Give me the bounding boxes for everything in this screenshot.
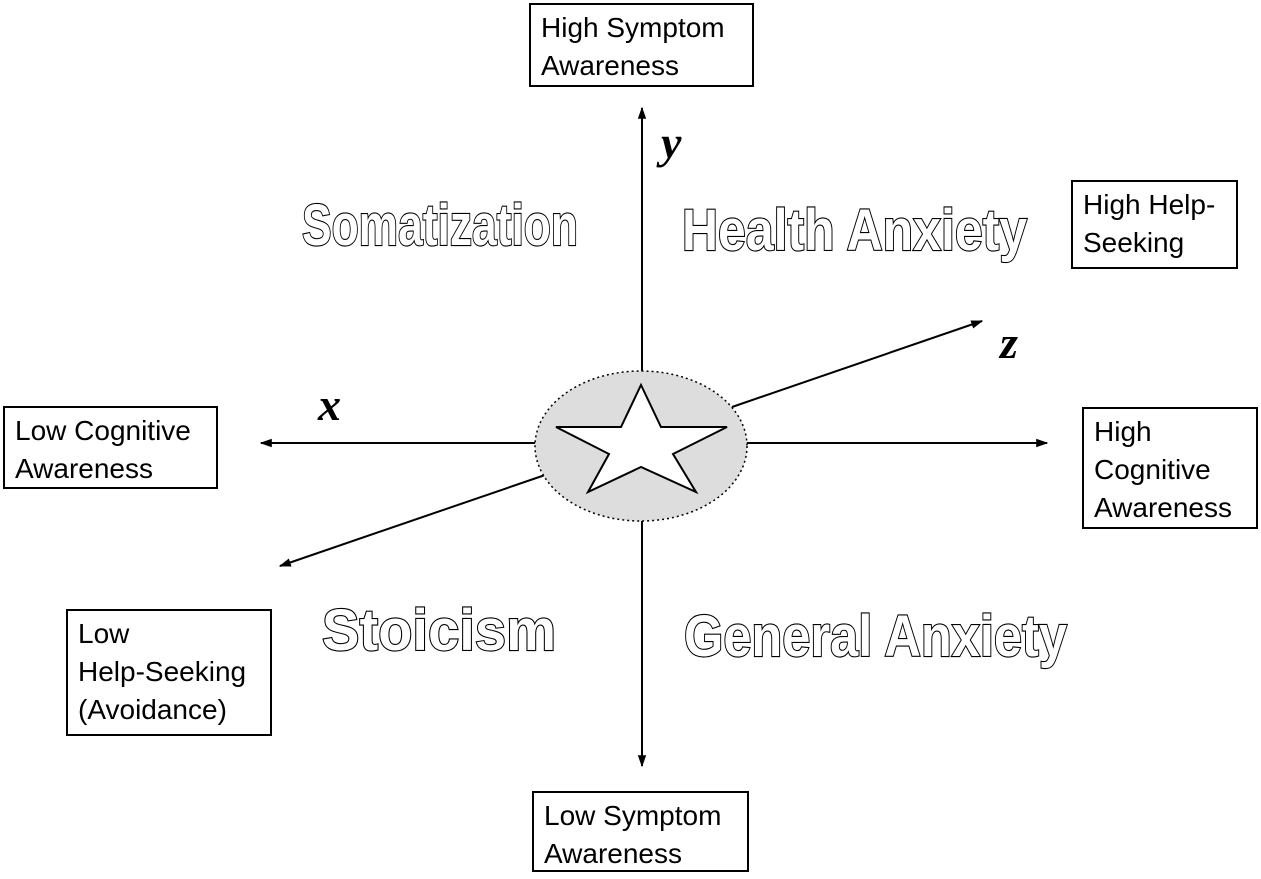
box-line: High Symptom — [541, 12, 725, 43]
high-cognitive-awareness-box: High Cognitive Awareness — [1082, 407, 1258, 529]
star-icon — [555, 382, 728, 495]
high-help-seeking-box: High Help- Seeking — [1071, 180, 1238, 269]
z-axis-up — [731, 320, 984, 408]
box-line: Awareness — [15, 453, 154, 484]
box-line: Seeking — [1083, 227, 1185, 258]
low-help-seeking-box: Low Help-Seeking (Avoidance) — [66, 609, 272, 736]
box-line: Help-Seeking — [78, 656, 247, 687]
high-symptom-awareness-box: High Symptom Awareness — [529, 3, 754, 87]
quadrant-label-somatization: Somatization — [302, 193, 578, 258]
quadrant-label-general-anxiety: General Anxiety — [684, 604, 1067, 669]
box-line: Cognitive — [1094, 454, 1211, 485]
quadrant-label-health-anxiety: Health Anxiety — [682, 198, 1027, 263]
z-axis-down — [278, 473, 549, 567]
box-line: Low Cognitive — [15, 415, 191, 446]
y-axis-label: y — [656, 117, 682, 168]
box-line: High — [1094, 416, 1152, 447]
x-axis-label: x — [317, 379, 341, 430]
box-line: Awareness — [541, 50, 680, 81]
box-line: Awareness — [1094, 492, 1233, 523]
box-line: (Avoidance) — [78, 694, 227, 725]
quadrant-label-stoicism: Stoicism — [322, 598, 556, 663]
low-cognitive-awareness-box: Low Cognitive Awareness — [3, 406, 218, 489]
box-line: Low Symptom — [544, 800, 722, 831]
low-symptom-awareness-box: Low Symptom Awareness — [532, 791, 749, 872]
box-line: Low — [78, 618, 130, 649]
box-line: High Help- — [1083, 189, 1216, 220]
box-line: Awareness — [544, 838, 683, 869]
z-axis-label: z — [998, 317, 1018, 368]
